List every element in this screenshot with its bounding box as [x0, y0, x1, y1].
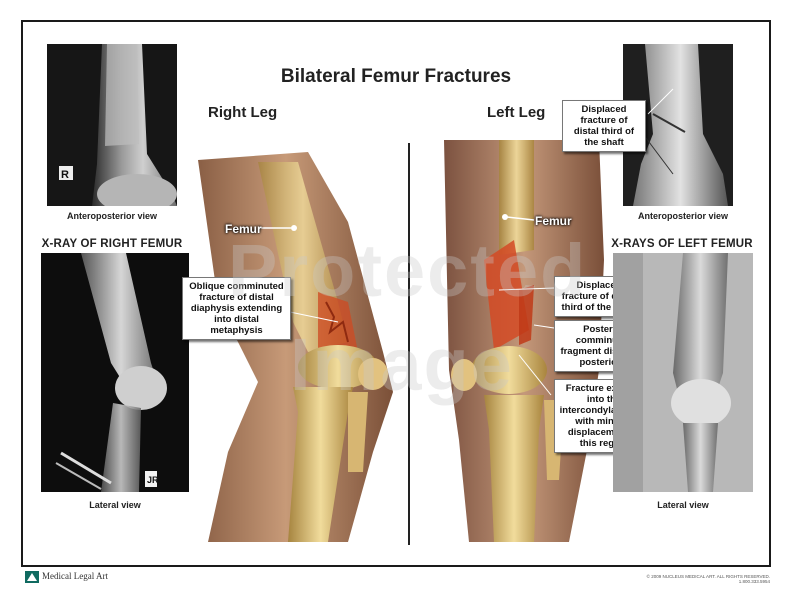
left-lateral-xray [613, 253, 753, 492]
right-xray-heading: X-RAY OF RIGHT FEMUR [41, 238, 183, 250]
left-ap-caption: Anteroposterior view [637, 211, 729, 221]
footer-copyright: © 2009 NUCLEUS MEDICAL ART. ALL RIGHTS R… [646, 574, 770, 584]
left-lateral-xray-image [613, 253, 753, 492]
right-ap-xray-image: R [47, 44, 177, 206]
right-lateral-xray-image: JR [41, 253, 189, 492]
left-xray-heading: X-RAYS OF LEFT FEMUR [611, 238, 753, 250]
right-ap-xray: R [47, 44, 177, 206]
right-lateral-caption: Lateral view [89, 500, 141, 510]
right-knee-illustration [198, 152, 406, 542]
right-lateral-marker: JR [147, 475, 159, 485]
left-ap-displaced-label: Displaced fracture of distal third of th… [562, 100, 646, 152]
right-ap-caption: Anteroposterior view [66, 211, 158, 221]
center-divider [408, 143, 410, 545]
page-title: Bilateral Femur Fractures [280, 66, 512, 87]
left-leg-heading: Left Leg [487, 104, 546, 121]
right-femur-label: Femur [225, 222, 262, 236]
footer-brand: Medical Legal Art [42, 571, 108, 581]
footer-logo [25, 570, 39, 583]
svg-text:R: R [61, 169, 69, 181]
watermark-line-2: Image [290, 323, 514, 406]
left-lateral-caption: Lateral view [657, 500, 709, 510]
right-leg-heading: Right Leg [208, 104, 278, 121]
right-fracture-label: Oblique comminuted fracture of distal di… [182, 277, 291, 340]
watermark-line-1: Protected [228, 229, 588, 312]
right-lateral-xray: JR [41, 253, 189, 492]
left-femur-label: Femur [535, 214, 572, 228]
left-ap-xray-image [623, 44, 733, 206]
brand-logo-icon [25, 571, 39, 583]
